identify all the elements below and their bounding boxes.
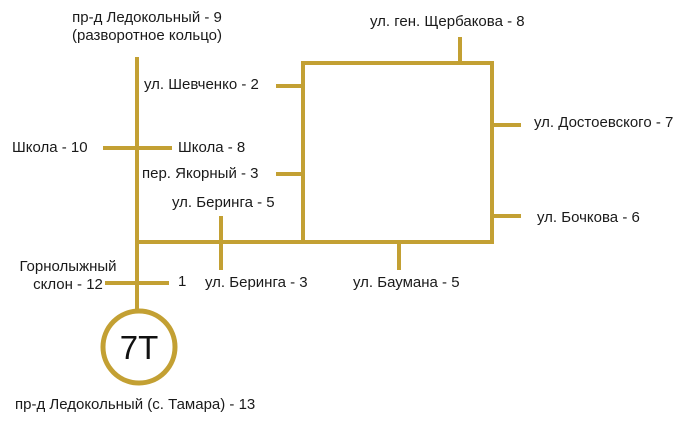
stop-label-yakorny-3: пер. Якорный - 3 <box>142 165 259 182</box>
stop-label-beringa-3: ул. Беринга - 3 <box>205 274 308 291</box>
stop-label-bochkova-6: ул. Бочкова - 6 <box>537 209 640 226</box>
stop-label-dostoevskogo-7: ул. Достоевского - 7 <box>534 114 674 131</box>
stop-label-shcherbakova-8: ул. ген. Щербакова - 8 <box>370 13 525 30</box>
stop-label-ledokolny-9: пр-д Ледокольный - 9 (разворотное кольцо… <box>72 9 222 44</box>
stop-label-shkola-8: Школа - 8 <box>178 139 246 156</box>
stop-label-baumana-5: ул. Баумана - 5 <box>353 274 460 291</box>
stop-label-ledokolny-13: пр-д Ледокольный (с. Тамара) - 13 <box>15 396 256 413</box>
stop-label-beringa-5: ул. Беринга - 5 <box>172 194 275 211</box>
route-number: 7Т <box>120 329 159 366</box>
stop-label-gornolyzhny-12: Горнолыжный склон - 12 <box>19 258 117 293</box>
stop-label-1: 1 <box>178 273 187 290</box>
stop-label-shkola-10: Школа - 10 <box>12 139 88 156</box>
route-badge-circle <box>100 308 178 386</box>
stop-label-shevchenko-2: ул. Шевченко - 2 <box>144 76 259 93</box>
